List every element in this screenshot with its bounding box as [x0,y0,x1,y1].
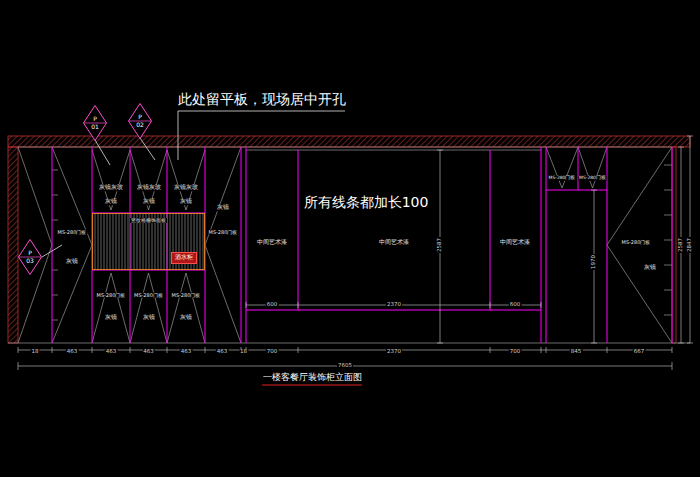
grille-stripe [119,214,120,269]
cabinet-tag: 酒水柜 [171,252,197,264]
material-label: 灰镜 [142,315,156,321]
callout-diamond [83,105,107,141]
callout-marker: P 02 [128,103,152,139]
callout-marker: P 03 [18,239,42,275]
title-underline [262,384,362,385]
panel-label: 竖纹格栅饰面板 [130,218,167,223]
dimension-text: 2587 [437,237,443,253]
tag-label: 酒水柜 [175,255,193,261]
dimension-text: 2587 [678,237,684,253]
door-label: MS-280门板 [133,293,164,298]
dimension-text: 2370 [386,349,402,355]
wall-edge [672,147,676,343]
grille-stripe [113,214,114,269]
dimension-text: 1970 [591,254,597,270]
dimension-text: 2370 [386,302,402,308]
note-text: 所有线条都加长100 [303,195,430,209]
note-text: 此处留平板，现场居中开孔 [177,93,347,107]
grille-stripe [101,214,102,269]
finish-label: 中间艺术漆 [378,240,410,246]
dimension-text: 2847 [687,237,693,253]
dimension-text: 845 [570,349,583,355]
cabinet-frame [52,147,672,343]
grille-stripe [203,214,204,269]
finish-label: 中间艺术漆 [256,240,288,246]
wall-hatch [8,147,18,343]
door-label: MS-280门板 [548,176,577,181]
grille-stripe [116,214,117,269]
door-label: MS-280门板 [208,230,239,235]
dimension-text: 18 [31,349,40,355]
callout-diamond [128,103,152,139]
dimension-text: 463 [105,349,118,355]
drawing-title: 一楼客餐厅装饰柜立面图 [262,373,363,382]
dimension-text: 600 [266,302,279,308]
material-label: 灰镜 [179,199,193,205]
material-label: 灰镜 [65,259,79,265]
grille-stripe [98,214,99,269]
callout-outline [129,104,152,139]
callout-number: P [138,114,142,120]
grille-stripe [104,214,105,269]
callout-number: P [93,116,97,122]
material-label: 灰镜 [104,199,118,205]
leader-lines [42,111,345,257]
material-label: 灰镜 [104,315,118,321]
callout-number: P [28,250,32,256]
door-label: MS-280门板 [96,293,127,298]
door-label: MS-280门板 [621,240,652,245]
dimension-text: 700 [266,349,279,355]
dimension-text: 600 [509,302,522,308]
grille-stripe [200,214,201,269]
material-label: 灰镜 [216,205,230,211]
material-label: 灰镜 [142,199,156,205]
door-label: MS-280门板 [578,176,607,181]
dimension-text: 463 [216,349,229,355]
grille-stripe [95,214,96,269]
finish-label: 中间艺术漆 [499,240,531,246]
grille-stripe [122,214,123,269]
door-label: MS-280门板 [57,230,88,235]
dimension-text: 463 [66,349,79,355]
dimension-text: 667 [633,349,646,355]
grille-stripe [107,214,108,269]
dimension-text: 463 [142,349,155,355]
callout-number: 03 [26,258,34,264]
grille-stripe [128,214,129,269]
door-label: MS-280门板 [171,293,202,298]
callout-marker: P 01 [83,105,107,141]
dimension-lines [18,136,693,370]
dimension-text: 7605 [337,363,353,369]
callout-diamond [18,239,42,275]
callout-outline [19,240,42,275]
grille-stripe [110,214,111,269]
material-label: 灰镜 [643,265,657,271]
dimension-text: 463 [180,349,193,355]
ceiling-hatch [8,136,690,147]
material-label: 灰镜灰玻 [98,185,124,191]
material-label: 灰镜灰玻 [136,185,162,191]
callout-outline [84,106,107,141]
grille-stripe [125,214,126,269]
material-label: 灰镜灰玻 [173,185,199,191]
dimension-text: 700 [509,349,522,355]
callout-number: 02 [136,122,144,128]
material-label: 灰镜 [179,315,193,321]
cabinet-outline [8,147,690,343]
callout-number: 01 [91,124,99,130]
grille-panel: 竖纹格栅饰面板酒水柜 [92,213,205,270]
dimension-text: 18 [239,349,248,355]
